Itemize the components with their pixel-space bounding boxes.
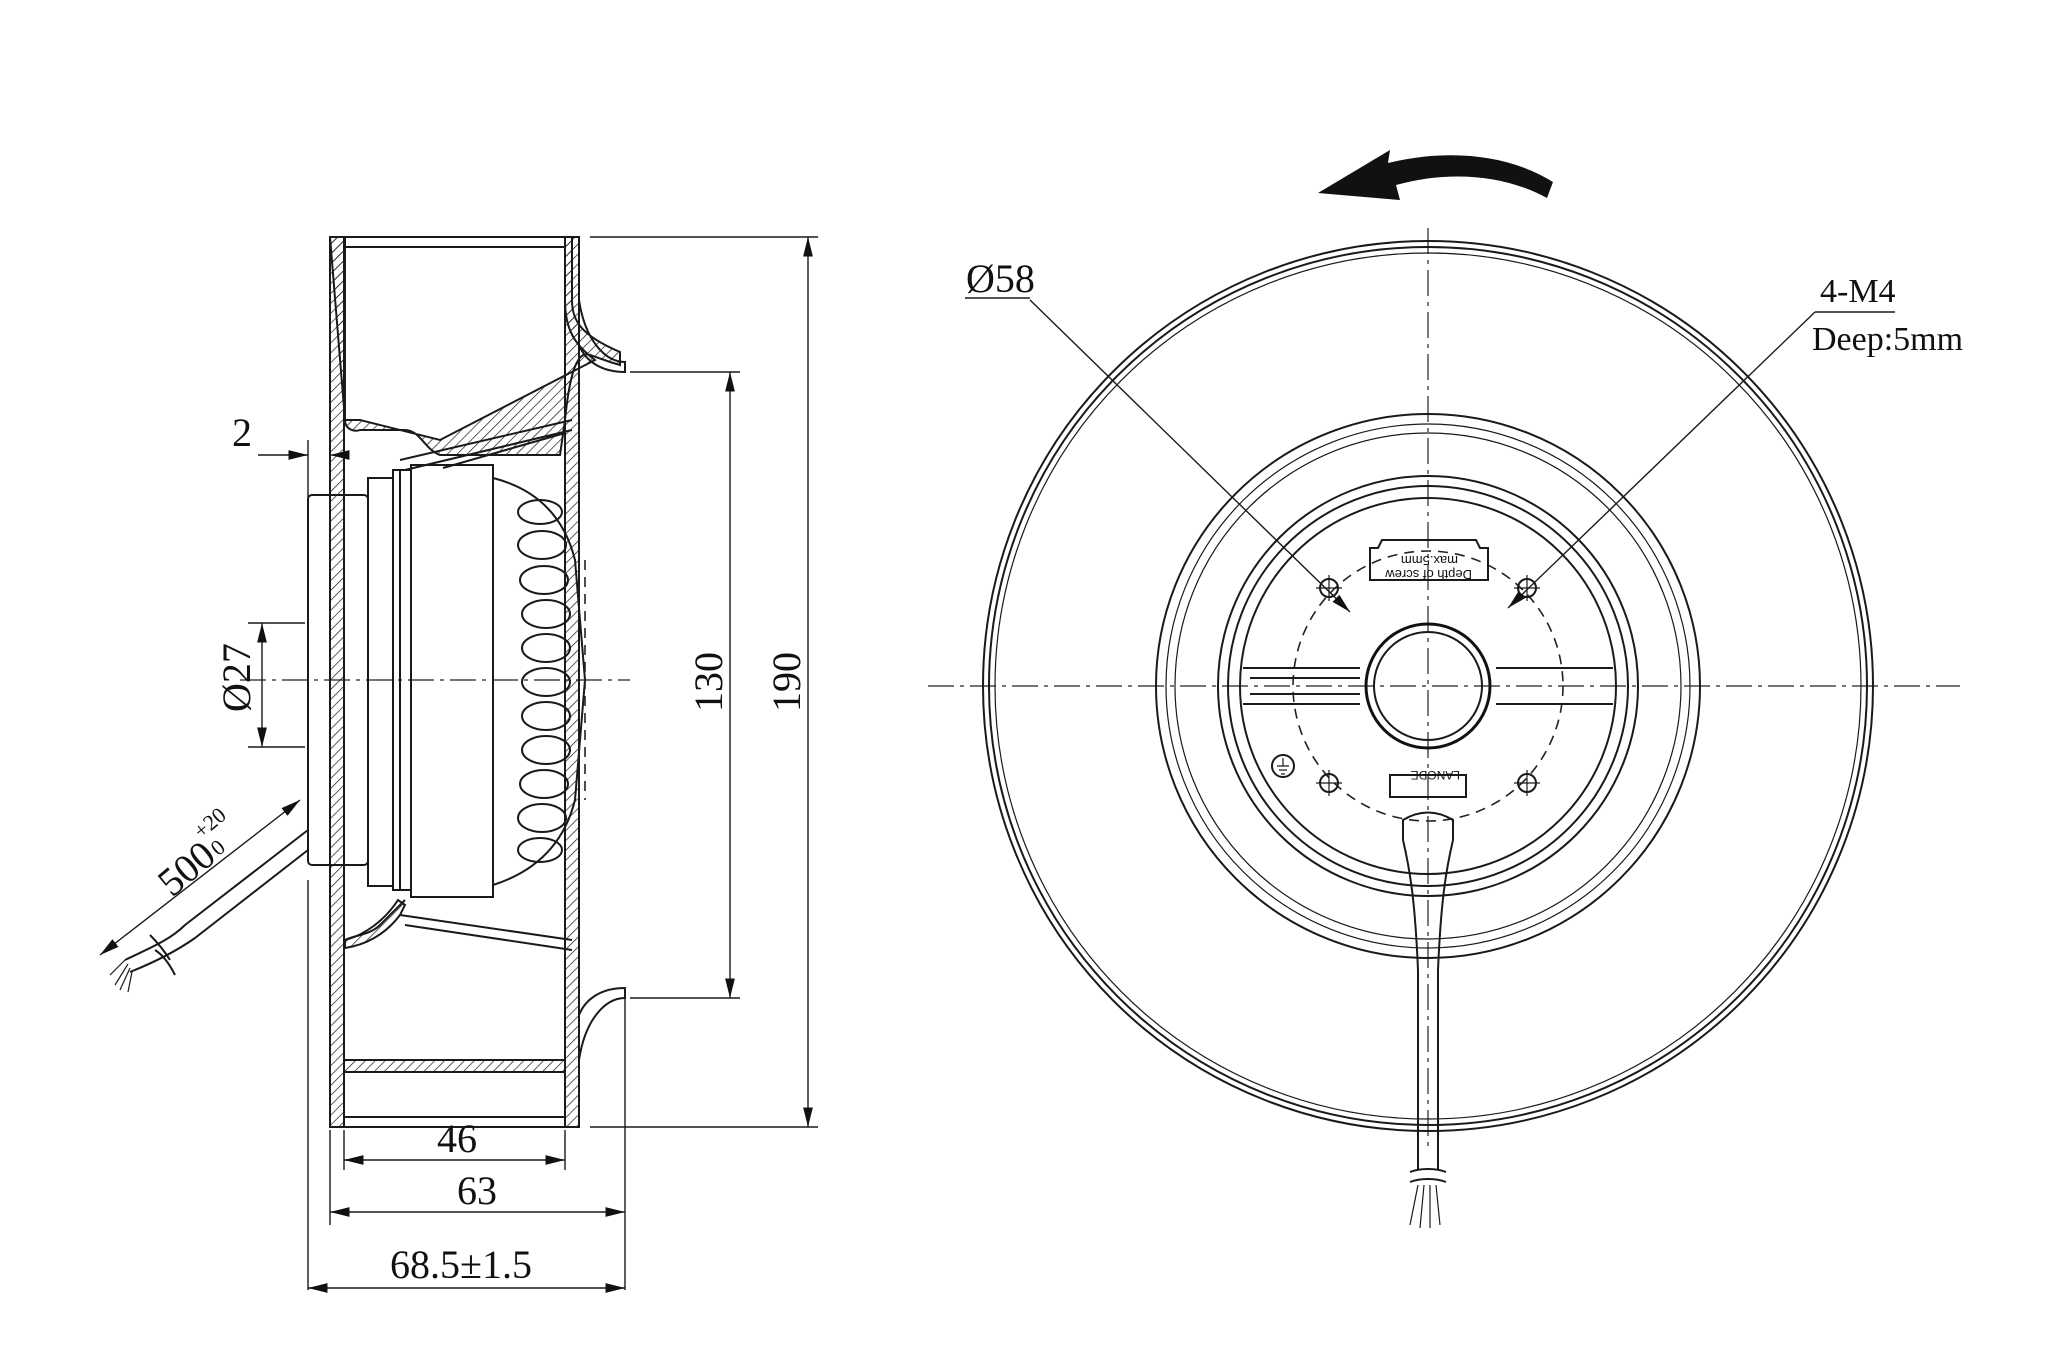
rotor-ribs: [517, 499, 571, 863]
shroud-wall: [564, 236, 580, 1128]
brand-label-text: LANGDE: [1411, 768, 1460, 782]
impeller-cone-top: [399, 419, 573, 471]
outer-ring-3: [994, 252, 1862, 1120]
hub-outer: [1364, 622, 1492, 750]
screw-spec-label: 4-M4: [1820, 273, 1896, 310]
brand-label-plate: LANGDE: [1389, 768, 1467, 798]
cable-length-group: 500 +20 0: [149, 802, 231, 905]
rotation-arrow-icon: [1318, 150, 1553, 200]
screw-depth-label: Deep:5mm: [1812, 321, 1963, 358]
motor-body: [410, 464, 494, 898]
dim-outer-label: 190: [764, 652, 809, 712]
cable-dim-line: [99, 799, 301, 956]
outer-ring-1: [982, 240, 1874, 1132]
motor-ring-1: [367, 477, 394, 887]
hub-inner: [1373, 631, 1483, 741]
bolt-circle-label: Ø58: [966, 256, 1035, 301]
dim-wall-label: 2: [232, 410, 252, 455]
motor-plate: [1239, 497, 1617, 875]
inlet-ring-1: [1155, 413, 1701, 959]
shroud-curve-top: [578, 299, 626, 374]
inlet-ring-2: [1165, 423, 1691, 949]
motor-ring-inner: [1227, 485, 1629, 887]
front-cable-grommet: [1402, 811, 1454, 971]
plate-bar: [1243, 667, 1613, 705]
depth-label-line2: max.5mm: [1401, 553, 1458, 568]
inlet-ring-3: [1174, 432, 1682, 940]
dim-shaft-label: Ø27: [214, 643, 259, 712]
ground-icon: [1271, 754, 1295, 778]
dim-total-label: 68.5±1.5: [390, 1242, 532, 1287]
bottom-rim: [344, 898, 407, 950]
outer-ring-2: [988, 246, 1868, 1126]
depth-label-line1: Depth of screw: [1385, 567, 1472, 582]
dim-inlet-label: 130: [686, 652, 731, 712]
leader-screw: [1507, 311, 1816, 609]
front-cable-break: [1409, 1168, 1447, 1183]
shroud-curve-bottom: [578, 986, 626, 1061]
screw-holes: [1316, 575, 1540, 796]
motor-ring-outer: [1217, 475, 1639, 897]
depth-label-plate: Depth of screw max.5mm: [1369, 539, 1489, 582]
side-view: 2 Ø27 130 190 46 63 68.5±1.5 500 +20: [99, 236, 818, 1293]
front-view: Depth of screw max.5mm LANGDE Ø58 4-M4 D…: [928, 150, 1963, 1229]
bolt-circle: [1292, 550, 1564, 822]
front-cable-wires: [1409, 1184, 1441, 1229]
leader-bolt-circle: [1029, 299, 1351, 613]
bottom-band: [343, 1059, 566, 1073]
dim-46-label: 46: [437, 1116, 477, 1161]
dim-63-label: 63: [457, 1168, 497, 1213]
front-cable: [1417, 970, 1439, 1170]
cable-wires: [109, 959, 133, 993]
